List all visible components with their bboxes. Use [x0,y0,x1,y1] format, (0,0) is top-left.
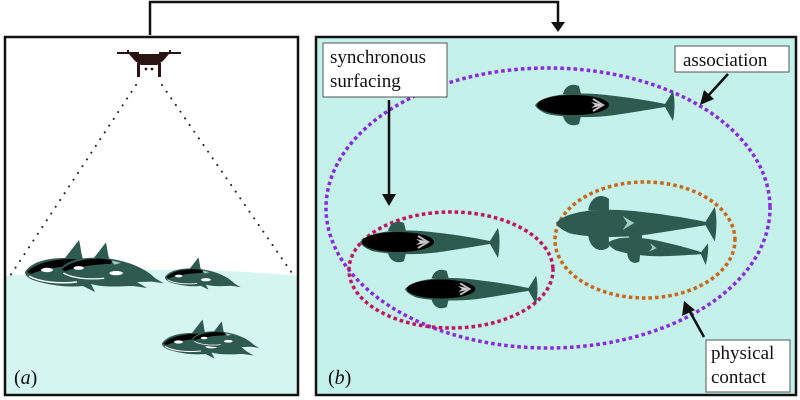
svg-text:physical: physical [711,343,774,364]
physical-contact-label-line2: contact [711,367,767,388]
synchronous-surfacing-label-line1: synchronous [330,47,426,68]
svg-text:association: association [683,50,768,71]
synchronous-surfacing-ring [347,210,555,330]
association-arrow [706,73,729,98]
association-box [674,45,790,73]
panel-a-water [5,269,298,395]
drone-icon [117,50,181,77]
svg-text:surfacing: surfacing [330,71,401,92]
svg-text:synchronous: synchronous [330,47,426,68]
panel-a-border [3,35,300,397]
synchronous-surfacing-label-line2: surfacing [330,71,401,92]
svg-text:contact: contact [711,367,767,388]
panel-a-label: (a) [14,367,37,389]
physical-contact-label-line1: physical [711,343,774,364]
connector-arrowhead [551,22,565,32]
physical-contact-ring [553,180,737,300]
synchronous-surfacing-box [322,42,448,98]
arrow-icon [682,301,695,316]
panel-b-label: (b) [328,367,351,389]
arrow-icon [382,194,396,206]
panel-b: synchronous surfacing association physic… [314,35,798,397]
arrow-icon [700,90,714,105]
connector-line [148,0,560,35]
fov-line-right [161,84,295,277]
association-ring [324,66,772,350]
physical-contact-box [705,339,791,393]
fov-line-left [9,84,137,277]
panel-a: (a) [3,35,300,397]
physical-contact-arrow [687,309,706,338]
association-label: association [683,50,768,71]
